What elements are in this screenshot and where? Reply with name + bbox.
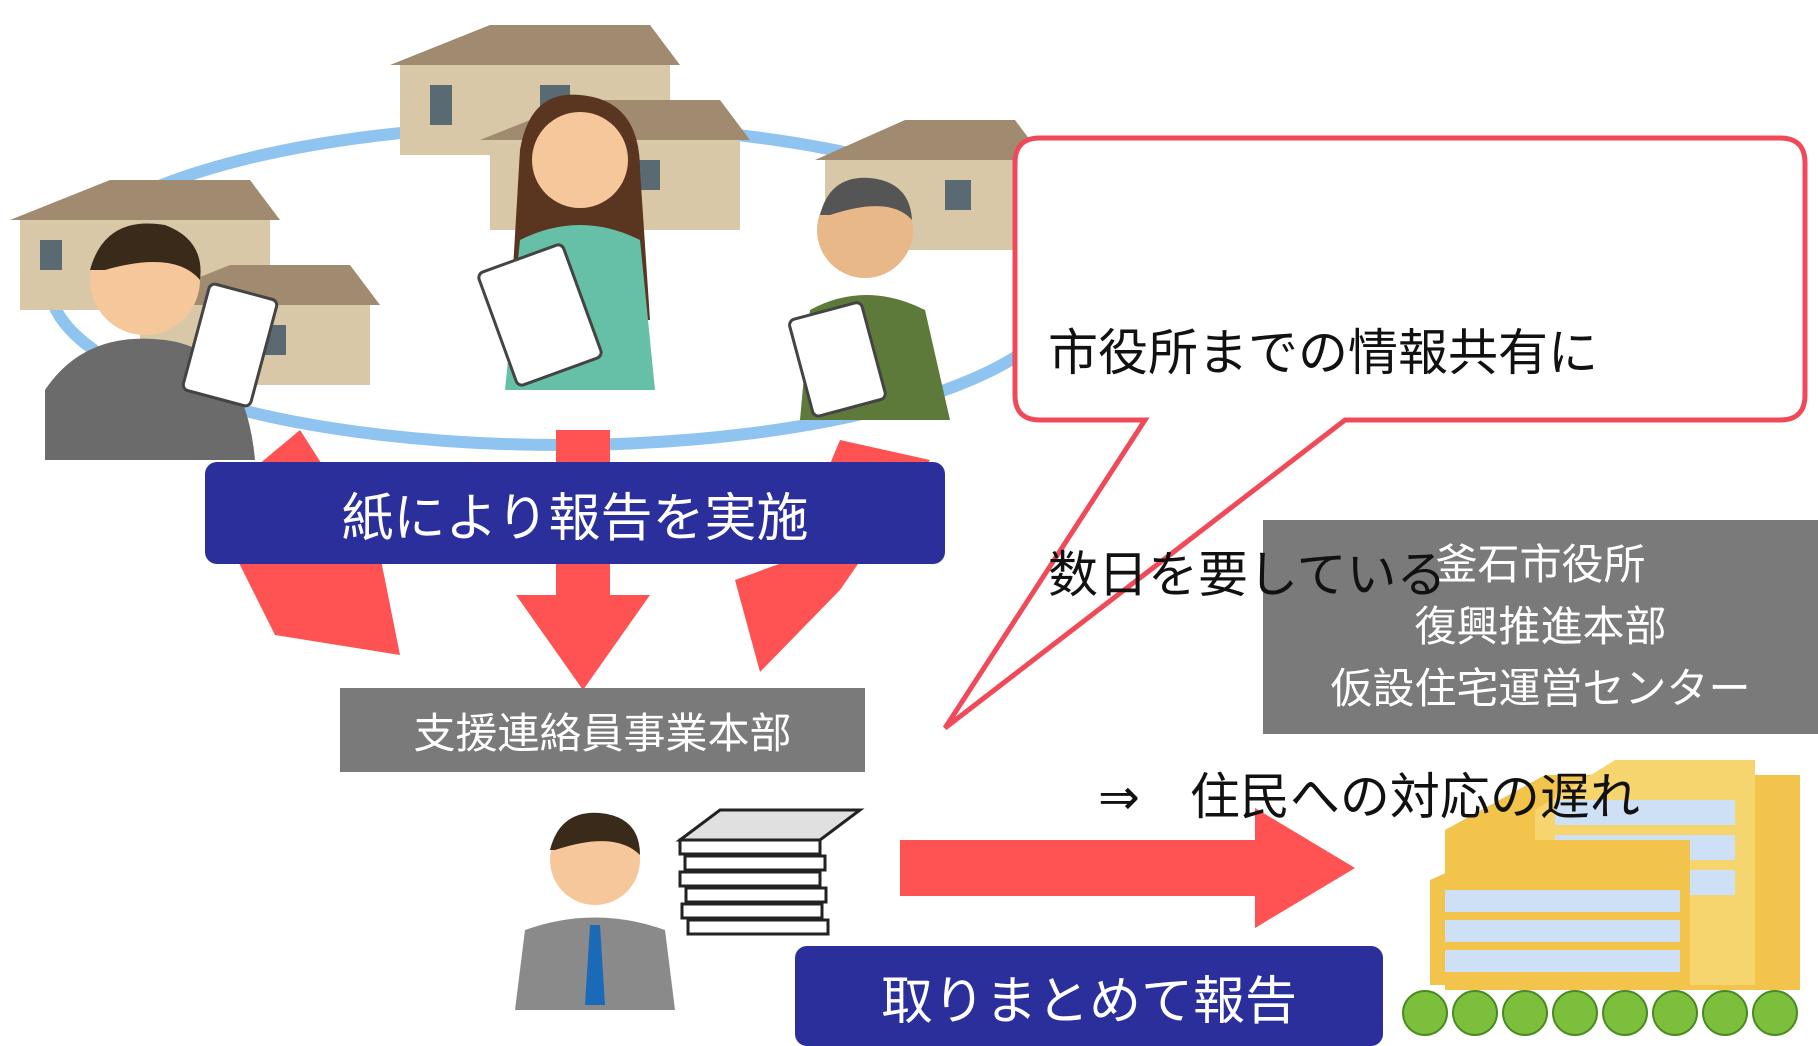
bubble-line: 数日を要している (1048, 546, 1447, 604)
staff-woman-tablet-icon (477, 94, 655, 390)
speech-bubble (942, 135, 1808, 730)
bubble-text: 市役所までの情報共有に 数日を要している ⇒ 住民への対応の遅れ (1048, 168, 1640, 908)
hq-label: 支援連絡員事業本部 (340, 688, 865, 772)
bubble-line: 市役所までの情報共有に (1048, 324, 1598, 382)
paper-stack-icon (675, 808, 865, 936)
paper-report-label: 紙により報告を実施 (205, 462, 945, 564)
city-office-label: 釜石市役所 復興推進本部 仮設住宅運営センター (1263, 520, 1818, 734)
office-label-line: 仮設住宅運営センター (1330, 664, 1751, 713)
staff-man-clipboard-icon (45, 223, 279, 460)
city-hall-building-icon (1430, 760, 1800, 990)
trees-icon (1402, 990, 1798, 1036)
bubble-line: ⇒ 住民への対応の遅れ (1048, 768, 1640, 826)
hq-businessman-icon (515, 812, 675, 1010)
office-label-line: 釜石市役所 (1435, 540, 1646, 589)
report-to-city-arrow (900, 808, 1355, 928)
office-label-line: 復興推進本部 (1414, 602, 1667, 651)
compile-report-label: 取りまとめて報告 (795, 946, 1383, 1046)
staff-elder-tablet-icon (788, 177, 950, 420)
